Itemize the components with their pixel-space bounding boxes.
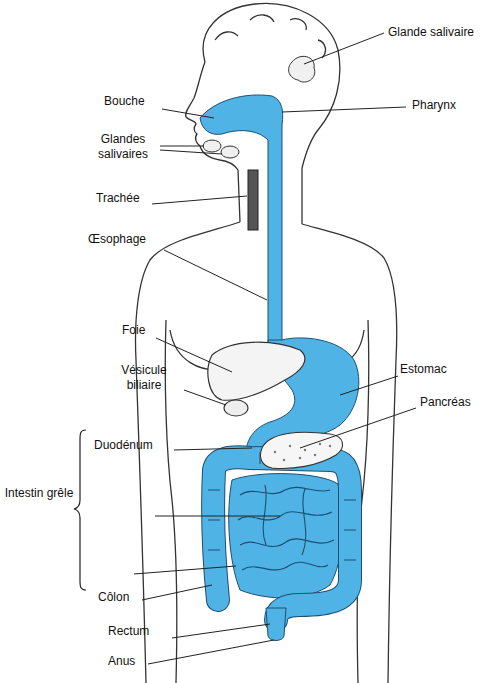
small-intestine [229, 474, 343, 598]
part-label: Glandes salivaires [84, 132, 162, 162]
leader-line [282, 107, 406, 112]
part-label: Duodénum [94, 438, 153, 453]
part-label: Pharynx [412, 98, 456, 113]
submandibular-gland [221, 146, 239, 158]
group-label: Intestin grêle [4, 486, 74, 501]
part-label: Glande salivaire [388, 25, 474, 40]
part-label: Œsophage [88, 232, 146, 247]
part-label: Côlon [98, 590, 129, 605]
part-label: Bouche [104, 94, 145, 109]
leader-line [172, 624, 270, 638]
leader-line [184, 390, 226, 405]
pancreas-dots [274, 443, 331, 461]
colon [213, 457, 350, 620]
part-label: Vésicule biliaire [104, 363, 184, 393]
leader-line [174, 448, 252, 450]
part-label: Pancréas [420, 395, 471, 410]
leader-lines [134, 33, 416, 664]
body-outline [136, 3, 397, 683]
colon-outline [213, 457, 350, 620]
gall-bladder [224, 400, 248, 416]
liver [208, 342, 305, 400]
leader-line [160, 150, 222, 154]
intestine-folds [238, 485, 334, 570]
leader-line [164, 250, 267, 300]
sublingual-gland [203, 140, 221, 152]
part-label: Foie [122, 323, 145, 338]
part-label: Anus [108, 654, 135, 669]
leader-line [300, 408, 416, 448]
face-profile [186, 62, 240, 222]
part-label: Estomac [400, 362, 447, 377]
part-label: Rectum [108, 624, 149, 639]
group-bracket [74, 430, 86, 590]
leader-line [160, 146, 204, 147]
parotid-gland [289, 56, 315, 82]
hair-curls [215, 15, 325, 58]
leader-line [304, 33, 384, 64]
leader-line [148, 640, 274, 664]
oesophagus [200, 95, 283, 345]
leader-line [162, 109, 214, 118]
part-label: Trachée [96, 191, 140, 206]
leader-line [155, 516, 280, 517]
trachea [248, 170, 258, 230]
leader-line [134, 566, 236, 574]
leader-line [156, 338, 232, 372]
leader-line [340, 376, 398, 395]
neck-back [301, 168, 302, 224]
leader-line [142, 585, 212, 600]
leader-line [152, 196, 247, 204]
left-torso-side [165, 320, 177, 683]
